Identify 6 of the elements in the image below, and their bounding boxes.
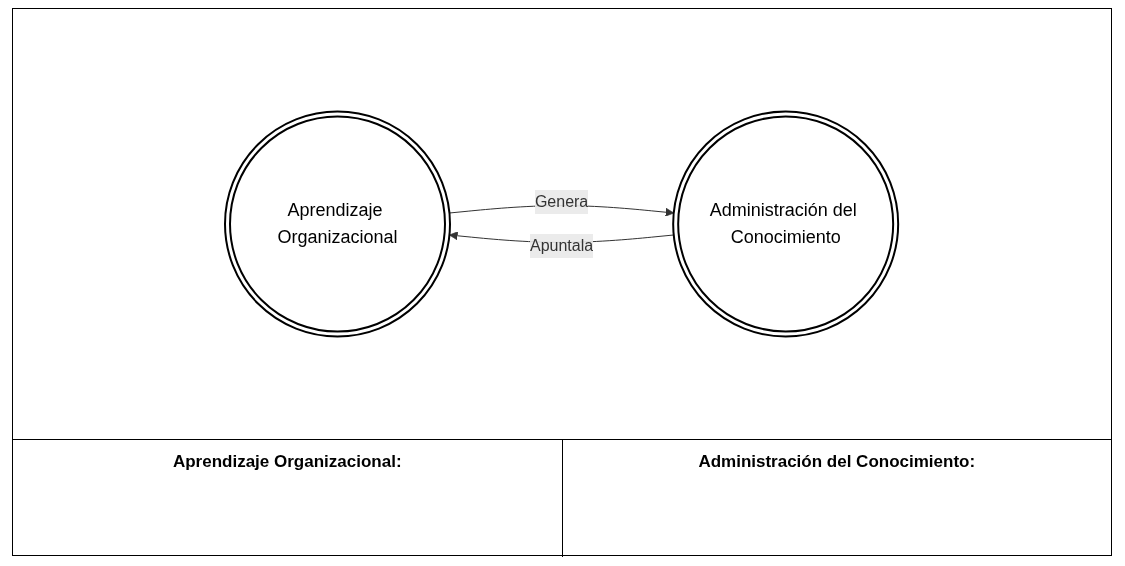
node-circle: Aprendizaje Organizacional bbox=[224, 110, 452, 338]
edge-label: Genera bbox=[535, 193, 589, 210]
table-header: Aprendizaje Organizacional: bbox=[172, 452, 402, 473]
table-header: Administración del Conocimiento: bbox=[698, 452, 976, 473]
edge-label: Apuntala bbox=[530, 237, 594, 254]
node-circle: Administración del Conocimiento bbox=[672, 110, 900, 338]
